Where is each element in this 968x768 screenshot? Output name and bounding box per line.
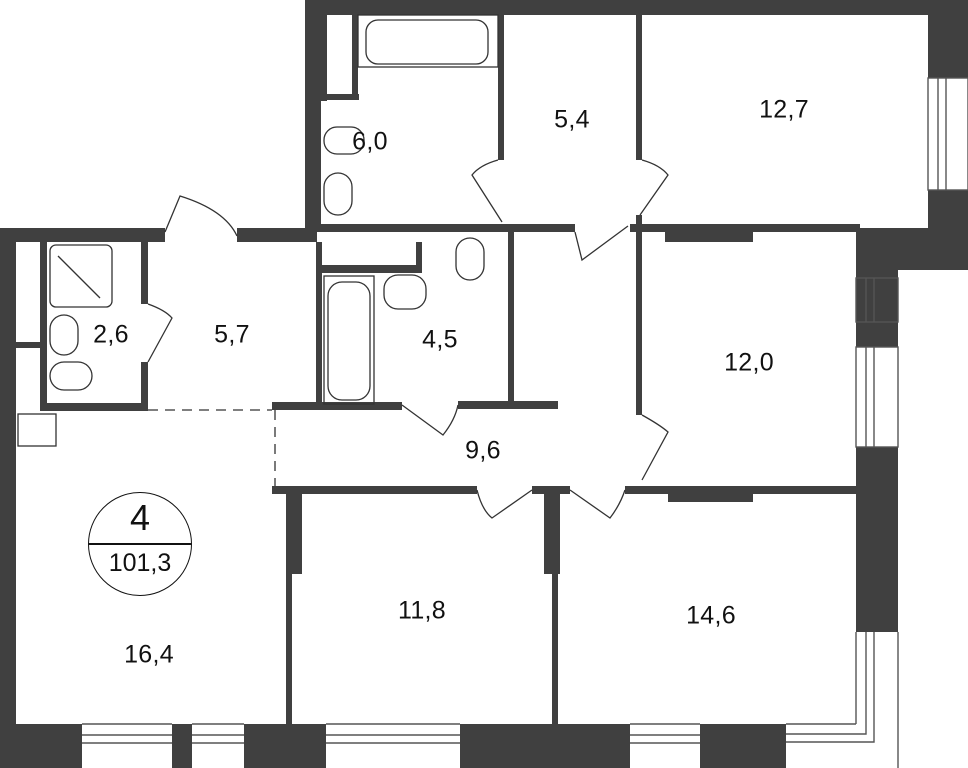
wall-niche-right	[352, 15, 358, 100]
door-bath-top	[471, 159, 503, 223]
wall-corridor-bottom-left	[272, 486, 477, 494]
wall-closet-bedroom-stub	[636, 215, 642, 230]
wall-bath2-right	[508, 232, 514, 407]
wall-niche-bottom	[321, 94, 359, 100]
wall-left	[0, 228, 16, 768]
toilet-mid-icon	[455, 237, 485, 281]
wall-bedroom-11-left	[286, 574, 292, 724]
wall-beam-2	[668, 494, 753, 502]
apartment-summary-badge: 4 101,3	[88, 492, 192, 596]
wall-shower-right-upper	[141, 242, 148, 304]
wall-pier-mid	[544, 494, 560, 574]
wall-bottom-3	[244, 724, 326, 768]
room-area-shower-room: 2,6	[93, 320, 129, 349]
wall-bedroom-12-left	[636, 230, 642, 415]
wall-bottom-5	[700, 724, 786, 768]
wall-right-upper	[928, 0, 968, 78]
wall-bottom-1	[0, 724, 82, 768]
door-bedroom-12	[641, 414, 669, 481]
wall-bottom-2	[172, 724, 192, 768]
room-area-kitchen-living: 16,4	[124, 640, 174, 669]
kitchen-sink-icon	[17, 413, 57, 447]
windows	[82, 77, 968, 768]
bathtub-mid-icon	[327, 281, 371, 401]
zone-boundary	[148, 409, 276, 486]
sink-shower-icon	[49, 314, 79, 356]
toilet-shower-icon	[49, 361, 93, 391]
door-entry	[164, 195, 238, 237]
door-bedroom-top	[639, 159, 669, 216]
wall-shower-bottom	[40, 403, 148, 411]
wall-top	[305, 0, 968, 15]
room-area-entry-hall: 5,7	[214, 320, 250, 349]
wall-pier-left	[286, 494, 302, 574]
room-area-bathroom-top: 6,0	[352, 127, 388, 156]
wall-bedroom-divider-bottom	[552, 574, 558, 724]
door-bedroom-11	[476, 489, 533, 519]
wall-right-pier-3	[856, 447, 898, 632]
wall-bath2-niche-right	[416, 242, 422, 272]
wall-corridor-bottom-right	[625, 486, 858, 494]
wall-bottom-4	[460, 724, 630, 768]
room-area-corridor: 9,6	[465, 436, 501, 465]
door-closet	[574, 225, 629, 262]
wall-niche	[321, 15, 327, 101]
fixtures	[17, 14, 499, 447]
doors	[147, 159, 669, 519]
wall-top-block-left	[305, 0, 321, 230]
wall-left-top	[0, 228, 165, 242]
wall-right-pier-2	[856, 327, 898, 347]
wall-niche-left	[16, 342, 46, 348]
wall-shower-left	[40, 242, 47, 407]
total-area: 101,3	[108, 549, 172, 577]
wall-bedroom-divider	[630, 224, 860, 232]
room-area-bathroom-middle: 4,5	[422, 325, 458, 354]
wall-corridor-bottom-mid	[532, 486, 570, 494]
wall-beam-1	[665, 232, 753, 242]
bathtub-top-icon	[365, 19, 489, 65]
wall-closet-bedroom	[636, 15, 642, 160]
bathtub-mid-frame	[323, 275, 375, 405]
sink-top-icon	[323, 172, 353, 216]
toilet-top-icon	[323, 126, 365, 155]
room-area-bedroom-bottom-right: 14,6	[686, 601, 736, 630]
room-count: 4	[129, 497, 151, 538]
wall-bath2-niche	[316, 265, 422, 273]
room-area-bedroom-bottom-middle: 11,8	[397, 596, 447, 625]
door-shower	[147, 303, 173, 363]
door-bath2	[401, 404, 459, 436]
door-bedroom-14	[569, 489, 626, 519]
shower-icon	[49, 244, 113, 308]
wall-shower-right-lower	[141, 362, 148, 410]
bathtub-top-frame	[357, 14, 499, 68]
wall-bath2-left	[316, 242, 322, 407]
room-area-closet-top: 5,4	[554, 105, 590, 134]
wall-mid-top	[305, 224, 575, 232]
wall-bath-closet	[498, 15, 504, 160]
wall-corner-step	[856, 228, 968, 270]
sink-mid-icon	[383, 274, 427, 310]
wall-entry-top	[237, 228, 317, 242]
wall-bath2-bottom	[272, 402, 402, 410]
room-area-bedroom-top-right: 12,7	[759, 95, 809, 124]
room-area-bedroom-right: 12,0	[724, 348, 774, 377]
wall-right-pier-1	[856, 270, 898, 330]
badge-divider	[89, 543, 191, 545]
